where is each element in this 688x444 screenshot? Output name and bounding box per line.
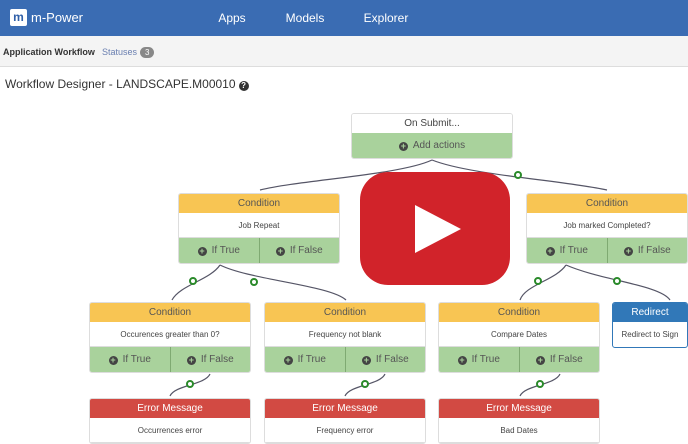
if-false-button[interactable]: + If False xyxy=(606,238,688,263)
if-false-label: If False xyxy=(289,245,323,256)
node-type: Redirect xyxy=(613,303,687,322)
node-text: Compare Dates xyxy=(439,322,599,347)
statuses-count-badge: 3 xyxy=(140,47,155,58)
on-submit-node[interactable]: On Submit... + Add actions xyxy=(351,113,513,159)
node-type: Error Message xyxy=(265,399,425,418)
condition-node[interactable]: Condition Frequency not blank + If True + I… xyxy=(264,302,426,373)
tab-statuses-label: Statuses xyxy=(102,47,138,57)
workflow-connectors xyxy=(169,159,671,397)
add-step-icon[interactable] xyxy=(361,380,369,388)
if-true-label: If True xyxy=(559,245,588,256)
add-step-icon[interactable] xyxy=(514,171,522,179)
if-false-label: If False xyxy=(375,354,409,365)
page-title: Workflow Designer - LANDSCAPE.M00010? xyxy=(5,77,249,91)
error-message-node[interactable]: Error Message Frequency error xyxy=(264,398,426,444)
add-step-icon[interactable] xyxy=(250,278,258,286)
redirect-node[interactable]: Redirect Redirect to Sign xyxy=(612,302,688,348)
node-type: Condition xyxy=(179,194,339,213)
error-message-node[interactable]: Error Message Occurrences error xyxy=(89,398,251,444)
node-title: On Submit... xyxy=(352,114,512,133)
brand-name[interactable]: m-Power xyxy=(31,10,84,25)
node-text: Frequency error xyxy=(265,418,425,443)
condition-node[interactable]: Condition Compare Dates + If True + If Fals… xyxy=(438,302,600,373)
if-false-button[interactable]: + If False xyxy=(518,347,600,372)
if-true-button[interactable]: + If True xyxy=(439,347,519,372)
error-message-node[interactable]: Error Message Bad Dates xyxy=(438,398,600,444)
if-true-label: If True xyxy=(211,245,240,256)
tab-application-workflow[interactable]: Application Workflow xyxy=(3,47,95,57)
plus-icon: + xyxy=(197,246,207,256)
connector xyxy=(565,264,671,301)
if-false-label: If False xyxy=(200,354,234,365)
plus-icon: + xyxy=(398,141,408,151)
condition-node[interactable]: Condition Job Repeat + If True + If False xyxy=(178,193,340,264)
if-true-label: If True xyxy=(471,354,500,365)
plus-icon: + xyxy=(186,355,196,365)
if-false-label: If False xyxy=(549,354,583,365)
node-type: Condition xyxy=(90,303,250,322)
plus-icon: + xyxy=(361,355,371,365)
node-text: Frequency not blank xyxy=(265,322,425,347)
video-play-icon[interactable] xyxy=(360,172,510,285)
if-false-label: If False xyxy=(637,245,671,256)
node-type: Condition xyxy=(265,303,425,322)
condition-node[interactable]: Condition Occurences greater than 0? + If… xyxy=(89,302,251,373)
add-step-icon[interactable] xyxy=(189,277,197,285)
plus-icon: + xyxy=(545,246,555,256)
mpower-logo[interactable]: m xyxy=(10,9,27,26)
node-text: Job Repeat xyxy=(179,213,339,238)
page-title-text: Workflow Designer - LANDSCAPE.M00010 xyxy=(5,77,236,91)
nav-models[interactable]: Models xyxy=(285,11,325,25)
if-true-label: If True xyxy=(297,354,326,365)
connector xyxy=(219,264,347,301)
if-true-button[interactable]: + If True xyxy=(179,238,259,263)
if-false-button[interactable]: + If False xyxy=(258,238,340,263)
node-text: Bad Dates xyxy=(439,418,599,443)
if-true-button[interactable]: + If True xyxy=(265,347,345,372)
if-false-button[interactable]: + If False xyxy=(169,347,251,372)
add-step-icon[interactable] xyxy=(534,277,542,285)
plus-icon: + xyxy=(275,246,285,256)
connector xyxy=(519,264,567,301)
if-false-button[interactable]: + If False xyxy=(344,347,426,372)
plus-icon: + xyxy=(623,246,633,256)
add-actions-button[interactable]: + Add actions xyxy=(352,133,512,158)
if-true-button[interactable]: + If True xyxy=(90,347,170,372)
node-text: Occurences greater than 0? xyxy=(90,322,250,347)
node-text: Job marked Completed? xyxy=(527,213,687,238)
nav-explorer[interactable]: Explorer xyxy=(363,11,409,25)
plus-icon: + xyxy=(108,355,118,365)
node-text: Occurrences error xyxy=(90,418,250,443)
help-icon[interactable]: ? xyxy=(238,81,249,91)
add-step-icon[interactable] xyxy=(536,380,544,388)
if-true-button[interactable]: + If True xyxy=(527,238,607,263)
node-type: Error Message xyxy=(439,399,599,418)
node-type: Condition xyxy=(527,194,687,213)
condition-node[interactable]: Condition Job marked Completed? + If True… xyxy=(526,193,688,264)
top-nav-bar: m m-Power Apps Models Explorer xyxy=(0,0,688,36)
connector xyxy=(259,159,433,191)
if-true-label: If True xyxy=(122,354,151,365)
add-step-icon[interactable] xyxy=(186,380,194,388)
node-type: Error Message xyxy=(90,399,250,418)
plus-icon: + xyxy=(535,355,545,365)
add-actions-label: Add actions xyxy=(412,140,466,151)
plus-icon: + xyxy=(457,355,467,365)
add-step-icon[interactable] xyxy=(613,277,621,285)
node-type: Condition xyxy=(439,303,599,322)
node-text: Redirect to Sign xyxy=(621,330,679,339)
plus-icon: + xyxy=(283,355,293,365)
nav-apps[interactable]: Apps xyxy=(218,11,246,25)
